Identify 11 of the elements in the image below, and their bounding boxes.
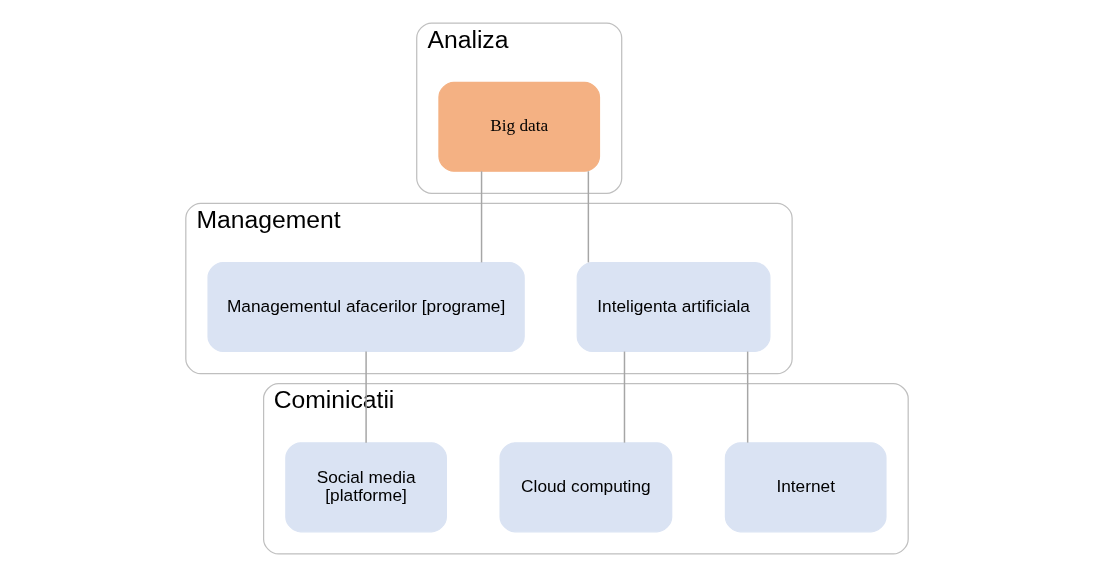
connector [587,170,590,264]
connector [365,350,367,444]
node-box: Inteligenta artificiala [576,261,771,353]
connector [746,350,749,444]
node-box: Cloud computing [499,442,673,533]
node-box: Social media [platforme] [285,442,447,533]
node-box: Big data [438,81,601,172]
node-box: Internet [724,442,887,533]
connector [623,350,626,444]
node-box: Managementul afacerilor [programe] [207,261,525,353]
connector [480,170,483,264]
